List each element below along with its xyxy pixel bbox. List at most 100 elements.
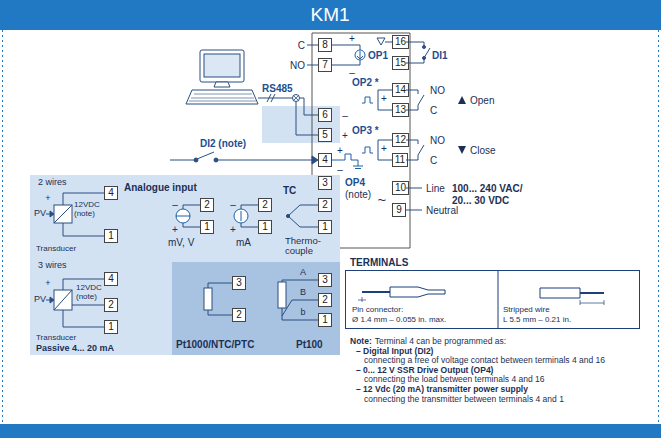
label-text: – Digital Input (DI2) (356, 346, 433, 356)
computer-symbol (186, 50, 258, 104)
terminal-number: 5 (322, 130, 328, 140)
terminal-number: 11 (395, 155, 405, 165)
terminal-number: 3 (322, 275, 328, 285)
transducer-3wire (46, 279, 104, 327)
terminal-number: 1 (262, 222, 268, 232)
spec-table (346, 270, 640, 329)
label-text: 2 wires (38, 178, 67, 188)
current-source (234, 205, 258, 227)
di2-switch (170, 152, 318, 164)
terminal-number: 2 (204, 200, 210, 210)
note-line: connecting the load between terminals 4 … (350, 375, 640, 385)
label-text: NO (430, 85, 445, 96)
terminal-box: 9 (392, 203, 406, 217)
label-text: TC (283, 185, 296, 196)
terminal-number: 2 (322, 295, 328, 305)
label-text: Neutral (426, 205, 458, 216)
label-text: Passive 4... 20 mA (36, 344, 114, 354)
terminal-box: 1 (200, 220, 214, 234)
ground-symbol (377, 38, 385, 45)
terminal-box: 4 (104, 186, 118, 200)
terminal-number: 8 (322, 40, 328, 50)
terminal-box: 1 (104, 320, 118, 334)
terminal-number: 14 (395, 85, 406, 95)
pt1000-resistor (204, 283, 232, 315)
label-text: Transducer (36, 334, 76, 343)
panel-text: Ø 1.4 mm – 0.055 in. max. (352, 316, 446, 325)
terminal-number: 16 (395, 37, 406, 47)
note-line: Note:Terminal 4 can be programmed as: (350, 337, 640, 347)
terminal-box: 2 (258, 198, 272, 212)
terminal-box: 2 (232, 308, 246, 322)
label-text: connecting the load between terminals 4 … (364, 374, 545, 384)
label-text: (note) (345, 189, 371, 200)
terminal-box: 1 (318, 220, 332, 234)
note-line: – Digital Input (DI2) (350, 347, 640, 357)
terminal-number: 1 (322, 222, 328, 232)
terminal-number: 4 (108, 274, 114, 284)
note-block: Note:Terminal 4 can be programmed as:– D… (350, 337, 640, 404)
label-text: OP2 * (352, 77, 379, 88)
label-text: + (381, 93, 387, 104)
label-text: Thermo- couple (285, 236, 329, 257)
label-text: 12VDC (74, 201, 100, 210)
terminal-number: 15 (395, 58, 406, 68)
terminal-box: 1 (318, 313, 332, 327)
note-line: – 12 Vdc (20 mA) transmitter power suppl… (350, 385, 640, 395)
label-text: + (45, 279, 50, 289)
terminal-box: 2 (318, 293, 332, 307)
panel-text: TERMINALS (350, 257, 408, 268)
label-text: – (230, 199, 236, 210)
terminal-box: 3 (318, 176, 332, 190)
label-text: Note: (350, 336, 372, 346)
label-text: OP1 (368, 50, 388, 61)
diagram-title: KM1 (310, 5, 349, 26)
panel-text: Pin connector: (352, 306, 403, 315)
terminal-number: 7 (322, 60, 328, 70)
label-text: Terminal 4 can be programmed as: (375, 336, 506, 346)
label-text: Transducer (36, 245, 76, 254)
terminal-box: 6 (318, 108, 332, 122)
label-text: DI2 (note) (200, 138, 246, 149)
terminal-box: 2 (104, 298, 118, 312)
terminal-number: 12 (395, 135, 406, 145)
open-arrow (458, 96, 466, 104)
label-text: DI1 (432, 50, 448, 61)
label-text: NO (430, 135, 445, 146)
label-text: 20... 30 VDC (452, 195, 509, 206)
label-text: B (300, 288, 306, 298)
label-text: + (337, 145, 343, 156)
op2-relay (362, 90, 424, 110)
panel-text: Pt100 (296, 339, 323, 350)
voltage-source (176, 205, 200, 227)
panel-text: Stripped wire (503, 306, 550, 315)
label-text: OP3 * (352, 125, 379, 136)
terminal-number: 2 (108, 300, 114, 310)
label-text: connecting the transmitter between termi… (364, 394, 564, 404)
terminal-box: 5 (318, 128, 332, 142)
panel-text: L 5.5 mm – 0.21 in. (503, 316, 571, 325)
terminal-number: 4 (108, 188, 114, 198)
di1-switch (406, 42, 430, 63)
terminal-box: 11 (392, 153, 408, 167)
terminal-number: 3 (322, 178, 328, 188)
op4-symbol (332, 154, 363, 169)
terminal-number: 3 (236, 278, 242, 288)
label-text: PV (34, 209, 46, 219)
label-text: Close (470, 145, 496, 156)
terminal-number: 1 (322, 315, 328, 325)
terminal-box: 2 (318, 198, 332, 212)
terminal-box: 3 (232, 276, 246, 290)
label-text: RS485 (262, 83, 293, 94)
sensor-panel: Pt1000/NTC/PTCPt10032321 (172, 262, 340, 355)
label-text: – (172, 199, 178, 210)
label-text: 3 wires (38, 261, 67, 271)
terminal-number: 2 (322, 200, 328, 210)
label-text: C (430, 105, 437, 116)
label-text: b (300, 308, 305, 318)
label-text: + (45, 194, 50, 204)
note-line: connecting the transmitter between termi… (350, 395, 640, 405)
